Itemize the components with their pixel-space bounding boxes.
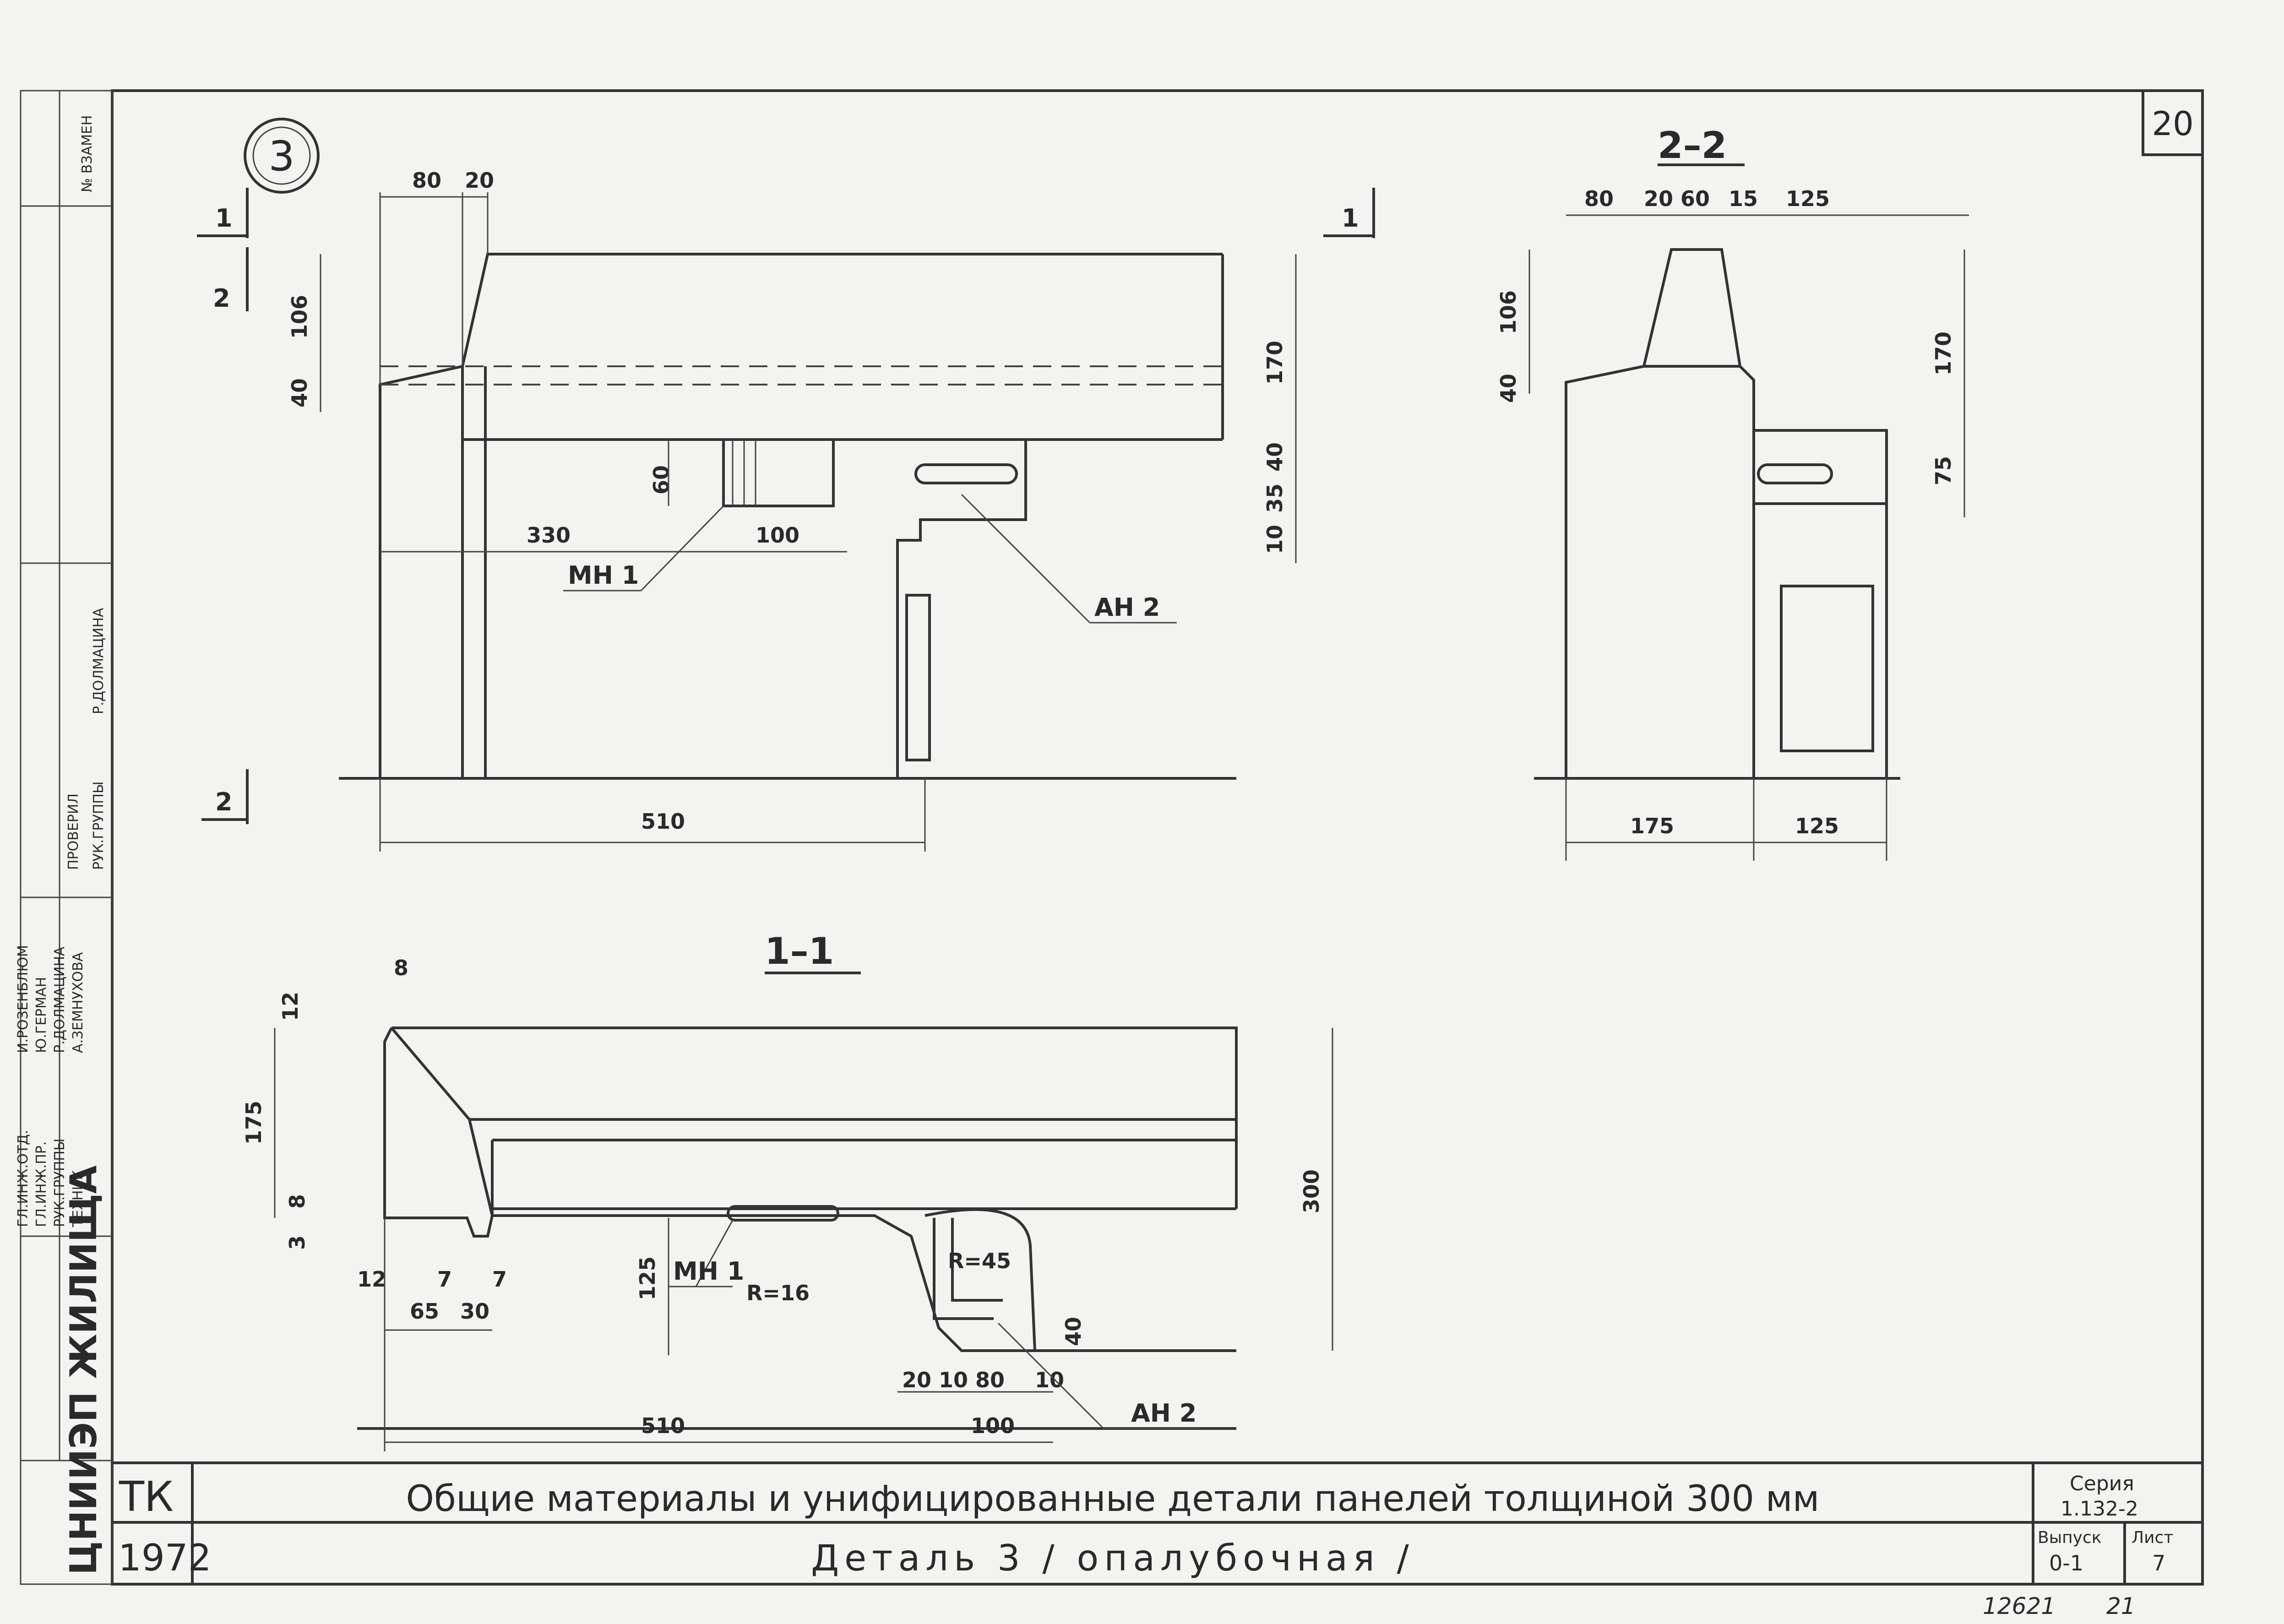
dim-11-175: 175 bbox=[241, 1101, 266, 1145]
top-view-dimensions: 80 20 106 40 170 60 330 100 40 35 10 510 bbox=[287, 168, 1297, 852]
stamp-name-4: А.ЗЕМНУХОВА bbox=[70, 952, 86, 1053]
dim-11-12: 12 bbox=[278, 992, 303, 1021]
issue-label: Выпуск bbox=[2038, 1528, 2102, 1547]
cut-2-top: 2 bbox=[213, 284, 230, 313]
dim-top-40b: 40 bbox=[1262, 442, 1287, 472]
section-1-1-title: 1–1 bbox=[765, 930, 834, 972]
side-stamp: № ВЗАМЕН ПРОВЕРИЛ РУК.ГРУППЫ Р.ДОЛМАЦИНА… bbox=[15, 90, 113, 1585]
dim-22-125b: 125 bbox=[1795, 814, 1839, 838]
dim-11-80: 80 bbox=[975, 1368, 1005, 1392]
dim-11-7b: 7 bbox=[492, 1267, 507, 1292]
stamp-role-4: ТЕХНИК bbox=[70, 1170, 86, 1228]
section-2-2 bbox=[1534, 248, 1900, 780]
sheet-value: 7 bbox=[2152, 1551, 2165, 1575]
dim-22-75: 75 bbox=[1931, 456, 1956, 485]
series-value: 1.132-2 bbox=[2061, 1497, 2138, 1521]
stamp-name-2: Ю.ГЕРМАН bbox=[33, 977, 49, 1053]
stamp-zamen: № ВЗАМЕН bbox=[79, 115, 95, 192]
top-view bbox=[339, 253, 1236, 780]
dim-11-10b: 10 bbox=[1035, 1368, 1064, 1392]
label-an2-11: АН 2 bbox=[1131, 1399, 1196, 1428]
cut-2-bottom: 2 bbox=[215, 788, 233, 816]
dim-11-65: 65 bbox=[410, 1299, 439, 1324]
stamp-role-1: ГЛ.ИНЖ.ОТД. bbox=[15, 1130, 31, 1227]
section-1-1 bbox=[357, 1027, 1238, 1430]
stamp-name-1: И.РОЗЕНБЛЮМ bbox=[15, 945, 31, 1053]
dim-top-40: 40 bbox=[287, 378, 312, 407]
dim-top-510: 510 bbox=[641, 809, 685, 834]
dim-22-125: 125 bbox=[1786, 186, 1830, 211]
dim-top-330: 330 bbox=[527, 523, 571, 548]
an2-leader-11 bbox=[997, 1322, 1104, 1429]
detail-marker: 3 bbox=[268, 132, 294, 180]
dim-22-106: 106 bbox=[1496, 290, 1521, 334]
dim-top-170: 170 bbox=[1262, 341, 1287, 385]
mn1-leader bbox=[640, 505, 724, 592]
title-block: ТК 1972 Общие материалы и унифицированны… bbox=[112, 1461, 2202, 1584]
dim-11-3: 3 bbox=[285, 1235, 310, 1250]
title-sub: Деталь 3 / опалубочная / bbox=[811, 1538, 1414, 1579]
stamp-checked: ПРОВЕРИЛ bbox=[65, 793, 82, 870]
sheet-number-box bbox=[2142, 89, 2204, 156]
dim-11-510: 510 bbox=[641, 1413, 685, 1438]
cut-1-right: 1 bbox=[1342, 204, 1359, 233]
dim-22-60: 60 bbox=[1680, 186, 1710, 211]
dim-22-40: 40 bbox=[1496, 374, 1521, 403]
dim-11-125: 125 bbox=[635, 1256, 660, 1300]
cut-1-left: 1 bbox=[215, 204, 233, 233]
section-1-1-dimensions: 8 12 175 8 3 12 7 7 65 30 125 20 10 80 1… bbox=[241, 956, 1333, 1451]
label-an2-top: АН 2 bbox=[1094, 593, 1160, 622]
detail-marker-circle bbox=[244, 118, 320, 194]
dim-11-10a: 10 bbox=[939, 1368, 968, 1392]
dim-11-8: 8 bbox=[394, 956, 408, 980]
sheet-label: Лист bbox=[2132, 1528, 2173, 1547]
dim-top-60: 60 bbox=[649, 465, 674, 494]
dim-11-40: 40 bbox=[1061, 1317, 1086, 1346]
section-2-2-title: 2–2 bbox=[1658, 124, 1727, 167]
dim-11-8b: 8 bbox=[285, 1194, 310, 1209]
label-r45: R=45 bbox=[948, 1249, 1011, 1273]
stamp-name-3: Р.ДОЛМАЦИНА bbox=[52, 946, 68, 1053]
series-label: Серия bbox=[2070, 1472, 2134, 1495]
title-year: 1972 bbox=[118, 1537, 212, 1579]
detail-marker-inner bbox=[252, 126, 311, 185]
title-main: Общие материалы и унифицированные детали… bbox=[406, 1478, 1820, 1520]
label-r16: R=16 bbox=[746, 1281, 810, 1305]
label-mn1-top: МН 1 bbox=[568, 561, 639, 590]
footer-page-number: 21 bbox=[2106, 1593, 2136, 1619]
footer-archive-number: 12621 bbox=[1983, 1593, 2056, 1619]
an2-leader bbox=[961, 494, 1091, 624]
title-tk: ТК bbox=[119, 1473, 174, 1521]
dim-top-20: 20 bbox=[465, 168, 494, 193]
dim-top-106: 106 bbox=[287, 295, 312, 339]
cut-marks: 1 2 1 2 bbox=[197, 188, 1375, 824]
label-mn1-11: МН 1 bbox=[673, 1257, 744, 1286]
dim-22-80: 80 bbox=[1584, 186, 1614, 211]
dim-22-20: 20 bbox=[1644, 186, 1673, 211]
stamp-role-2: ГЛ.ИНЖ.ПР. bbox=[33, 1141, 49, 1227]
stamp-org: ЦНИИЭП ЖИЛИЩА bbox=[62, 1165, 105, 1575]
sheet-number: 20 bbox=[2152, 104, 2194, 143]
dim-top-10: 10 bbox=[1262, 525, 1287, 554]
dim-11-30: 30 bbox=[460, 1299, 489, 1324]
dim-top-35: 35 bbox=[1262, 483, 1287, 513]
dim-11-20: 20 bbox=[902, 1368, 931, 1392]
stamp-role-3: РУК.ГРУППЫ bbox=[52, 1139, 68, 1227]
dim-11-7a: 7 bbox=[437, 1267, 452, 1292]
stamp-checked-name: Р.ДОЛМАЦИНА bbox=[91, 608, 107, 714]
section-2-2-dimensions: 80 20 60 15 125 106 40 170 75 175 125 bbox=[1496, 186, 1969, 861]
mn1-leader-11 bbox=[695, 1220, 734, 1287]
issue-value: 0-1 bbox=[2049, 1551, 2083, 1575]
dim-22-170: 170 bbox=[1931, 331, 1956, 375]
dim-22-15: 15 bbox=[1729, 186, 1758, 211]
dim-11-100: 100 bbox=[971, 1413, 1015, 1438]
dim-11-12b: 12 bbox=[357, 1267, 386, 1292]
stamp-checked-role: РУК.ГРУППЫ bbox=[91, 782, 107, 870]
sheet-frame bbox=[111, 89, 2204, 1586]
dim-top-80: 80 bbox=[412, 168, 441, 193]
dim-22-175: 175 bbox=[1630, 814, 1674, 838]
dim-top-100: 100 bbox=[756, 523, 799, 548]
dim-11-300: 300 bbox=[1299, 1169, 1324, 1213]
